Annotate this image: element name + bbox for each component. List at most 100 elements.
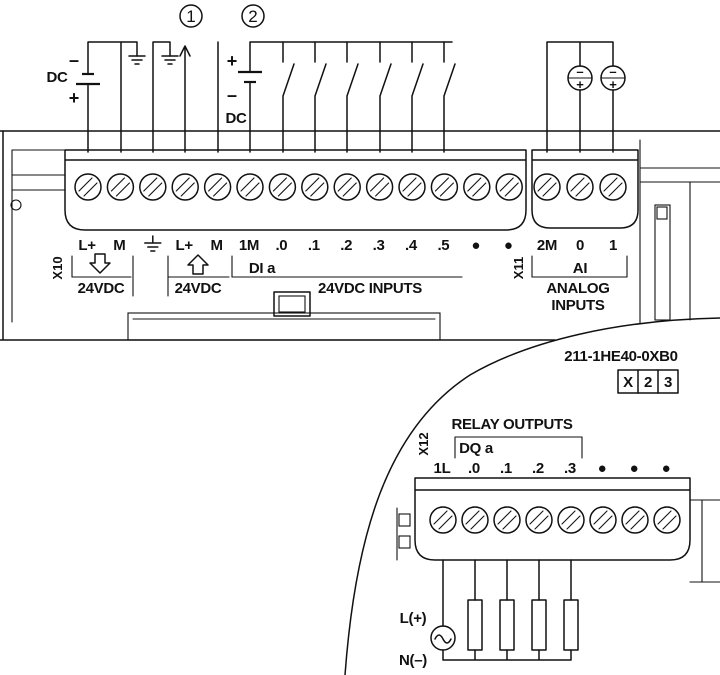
terminal-label: .0 — [275, 237, 287, 254]
power-in-label: 24VDC — [78, 280, 125, 297]
terminal-label: M — [210, 237, 222, 254]
sensor-supply-label: 24VDC — [175, 280, 222, 297]
terminal-label: .3 — [564, 460, 576, 477]
analog-group-name: AI — [573, 260, 588, 277]
plus-sign: + — [227, 51, 238, 71]
plus-sign: + — [609, 77, 617, 92]
switch-icon — [379, 41, 392, 153]
terminal-screw — [493, 506, 521, 534]
terminal-screw — [621, 506, 649, 534]
x12-terminals: 1L .0 .1 .2 .3 ● ● ● — [429, 460, 681, 534]
minus-sign: – — [69, 50, 79, 70]
switch-icon — [314, 41, 327, 153]
terminal-screw — [599, 173, 627, 201]
x11-labels: X11 AI ANALOG INPUTS — [511, 255, 628, 314]
load-icon — [499, 599, 515, 651]
callout-number: 2 — [248, 7, 257, 26]
bus-connector — [273, 291, 311, 317]
terminal-label: L+ — [176, 237, 194, 254]
terminal-label: 1M — [239, 237, 259, 254]
terminal-screw — [566, 173, 594, 201]
analog-group-label: INPUTS — [551, 297, 605, 314]
terminal-screw — [398, 173, 426, 201]
relay-output-wiring: L(+) N(–) — [399, 559, 579, 669]
analog-source-icon: – + — [600, 64, 626, 92]
terminal-label: ● — [504, 237, 513, 254]
callout-2: 2 — [241, 4, 265, 28]
terminal-screw — [533, 173, 561, 201]
terminal-block-x12 — [414, 477, 691, 561]
terminal-screw — [106, 173, 135, 201]
wire — [152, 41, 219, 153]
terminal-label: .5 — [437, 237, 449, 254]
terminal-label: 1 — [609, 237, 617, 254]
callout-number: 1 — [186, 7, 195, 26]
neutral-label: N(–) — [399, 652, 427, 669]
terminal-label: M — [113, 237, 125, 254]
cpu-housing — [0, 130, 720, 341]
terminal-screw — [430, 173, 459, 201]
terminal-screw — [653, 506, 681, 534]
terminal-label: 1L — [434, 460, 451, 477]
terminal-label: .3 — [373, 237, 385, 254]
terminal-screw — [365, 173, 394, 201]
analog-group-label: ANALOG — [546, 280, 609, 297]
version-boxes: X 2 3 — [617, 369, 679, 394]
supply-out-arrow-icon — [179, 45, 191, 153]
minus-sign: – — [576, 64, 583, 79]
terminal-label: .4 — [405, 237, 418, 254]
x12-labels: RELAY OUTPUTS X12 DQ a — [416, 416, 583, 459]
plus-sign: + — [576, 77, 584, 92]
terminal-screw — [268, 173, 297, 201]
x10-terminals: L+ M L+ M 1M .0 .1 .2 .3 .4 .5 ● ● — [74, 173, 523, 254]
model-info: 211-1HE40-0XB0 X 2 3 — [564, 348, 679, 394]
switch-icon — [411, 41, 424, 153]
terminal-label: ● — [471, 237, 480, 254]
load-icon — [563, 599, 579, 651]
switch-icon — [443, 41, 456, 153]
terminal-screw — [301, 173, 329, 201]
dc-label: DC — [225, 110, 247, 127]
terminal-label: .0 — [468, 460, 480, 477]
terminal-screw — [429, 506, 457, 534]
terminal-label: ● — [630, 460, 639, 477]
relay-outputs-title: RELAY OUTPUTS — [451, 416, 572, 433]
input-group-label: 24VDC INPUTS — [318, 280, 422, 297]
terminal-label: ● — [598, 460, 607, 477]
terminal-label: .1 — [308, 237, 320, 254]
minus-sign: – — [227, 85, 237, 105]
terminal-block-x10 — [64, 149, 527, 231]
line-label: L(+) — [400, 610, 427, 627]
terminal-label: ● — [662, 460, 671, 477]
x10-labels: X10 24VDC 24VDC DI a 24VDC INPUTS — [50, 253, 463, 297]
terminal-screw — [236, 173, 264, 201]
terminal-label: L+ — [78, 237, 96, 254]
analog-input-wiring: – + – + — [546, 41, 626, 153]
wire — [546, 41, 614, 153]
version-cell: X — [623, 374, 633, 391]
terminal-screw — [495, 173, 523, 201]
ground-icon — [144, 235, 162, 252]
terminal-screw — [171, 173, 199, 201]
terminal-screw — [461, 506, 489, 534]
terminal-screw — [557, 506, 585, 534]
terminal-label: .1 — [500, 460, 512, 477]
callout-1: 1 — [179, 4, 203, 28]
minus-sign: – — [609, 64, 616, 79]
wire — [442, 559, 572, 661]
analog-source-icon: – + — [567, 64, 593, 92]
arrow-down-icon — [89, 253, 111, 274]
plus-sign: + — [69, 88, 80, 108]
load-icon — [531, 599, 547, 651]
digital-input-wiring: + – DC — [225, 41, 456, 153]
order-number: 211-1HE40-0XB0 — [564, 348, 677, 365]
arrow-up-icon — [187, 254, 209, 275]
wire — [87, 41, 138, 153]
terminal-label: .2 — [340, 237, 352, 254]
load-icon — [467, 599, 483, 651]
terminal-label: .2 — [532, 460, 544, 477]
ac-source-icon — [430, 625, 456, 651]
terminal-screw — [589, 506, 617, 534]
